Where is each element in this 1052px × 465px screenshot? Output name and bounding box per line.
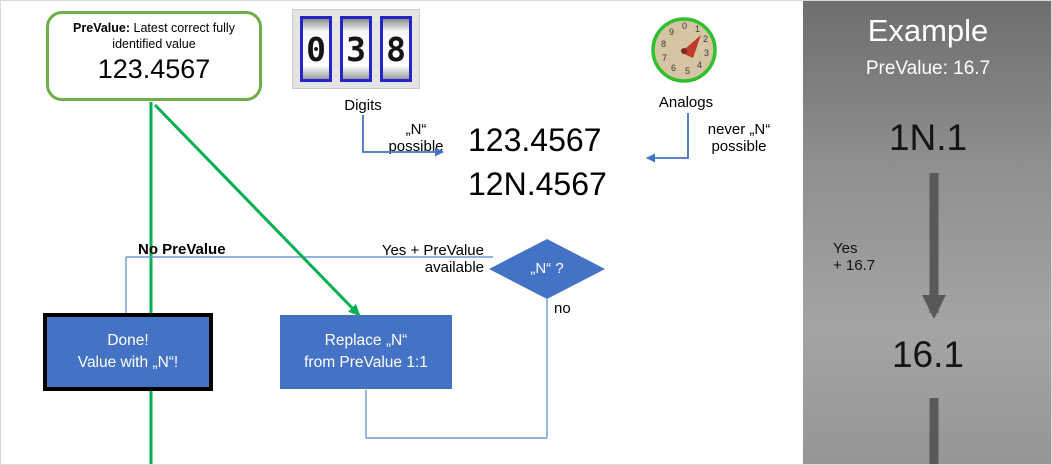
no-prevalue-label: No PreValue [138,241,226,258]
svg-text:1: 1 [695,24,700,34]
example-title: Example [867,13,989,48]
prevalue-description-text: Latest correct fully identified value [112,21,235,51]
example-value-after: 16.1 [891,334,964,375]
example-panel [803,1,1051,464]
digit-cell: 3 [340,16,372,82]
analogs-label: Analogs [658,94,714,111]
example-arrow-label: Yes + 16.7 [833,240,876,274]
prevalue-value: 123.4567 [97,54,211,85]
prevalue-box: PreValue: Latest correct fully identifie… [46,11,262,101]
svg-text:3: 3 [704,48,709,58]
yes-branch-label: Yes + PreValue available [381,242,484,276]
svg-text:8: 8 [661,39,666,49]
svg-text:2: 2 [703,34,708,44]
example-prevalue: PreValue: 16.7 [865,58,991,79]
no-branch-label: no [554,300,571,317]
decision-label: „N“ ? [530,260,564,277]
analogs-never-n-arrow [646,113,689,163]
prevalue-description: PreValue: Latest correct fully identifie… [59,21,249,52]
prevalue-label: PreValue: [73,21,131,35]
svg-text:6: 6 [671,63,676,73]
svg-text:4: 4 [697,60,702,70]
svg-text:9: 9 [669,27,674,37]
svg-text:5: 5 [685,66,690,76]
example-value-before: 1N.1 [888,117,968,158]
replace-label: Replace „N“ from PreValue 1:1 [304,332,428,371]
value-line-2: 12N.4567 [468,166,607,202]
digits-note: „N“ possible [388,121,444,155]
digits-label: Digits [344,97,382,114]
digit-cell: 8 [380,16,412,82]
digits-image: 0 3 8 [292,9,420,89]
digit-cell: 0 [300,16,332,82]
svg-text:0: 0 [682,21,687,31]
value-line-1: 123.4567 [468,122,602,158]
done-label: Done! Value with „N“! [77,332,179,371]
green-arrow-diagonal [153,103,361,317]
done-box: Done! Value with „N“! [43,313,213,391]
analogs-note: never „N“ possible [707,121,771,155]
replace-box: Replace „N“ from PreValue 1:1 [280,315,452,389]
svg-text:7: 7 [662,53,667,63]
analog-gauge-icon: 0 1 2 3 4 5 6 7 8 9 [651,17,717,83]
